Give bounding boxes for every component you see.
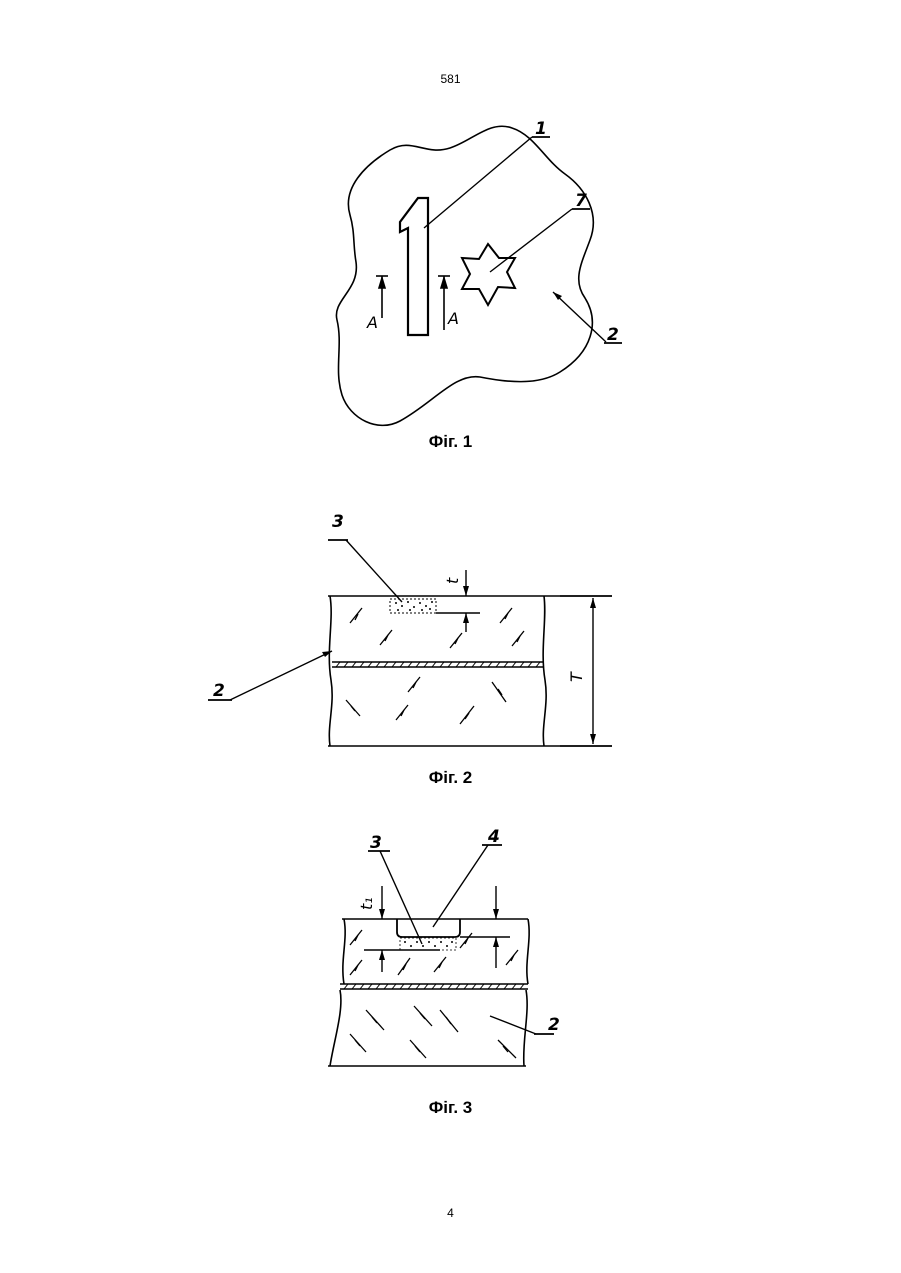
label-cavity: 4 — [487, 827, 500, 847]
label-depth: t₁ — [357, 897, 376, 910]
figure-3: 3 4 2 t₁ — [0, 0, 901, 1105]
label-mark: 3 — [370, 833, 382, 853]
label-sheet: 2 — [548, 1015, 560, 1035]
figure-3-drawing: 3 4 2 t₁ — [0, 0, 901, 1100]
mark-3-region — [400, 938, 456, 950]
page-footer-number: 4 — [0, 1206, 901, 1220]
figure-3-caption: Фіг. 3 — [0, 1098, 901, 1118]
